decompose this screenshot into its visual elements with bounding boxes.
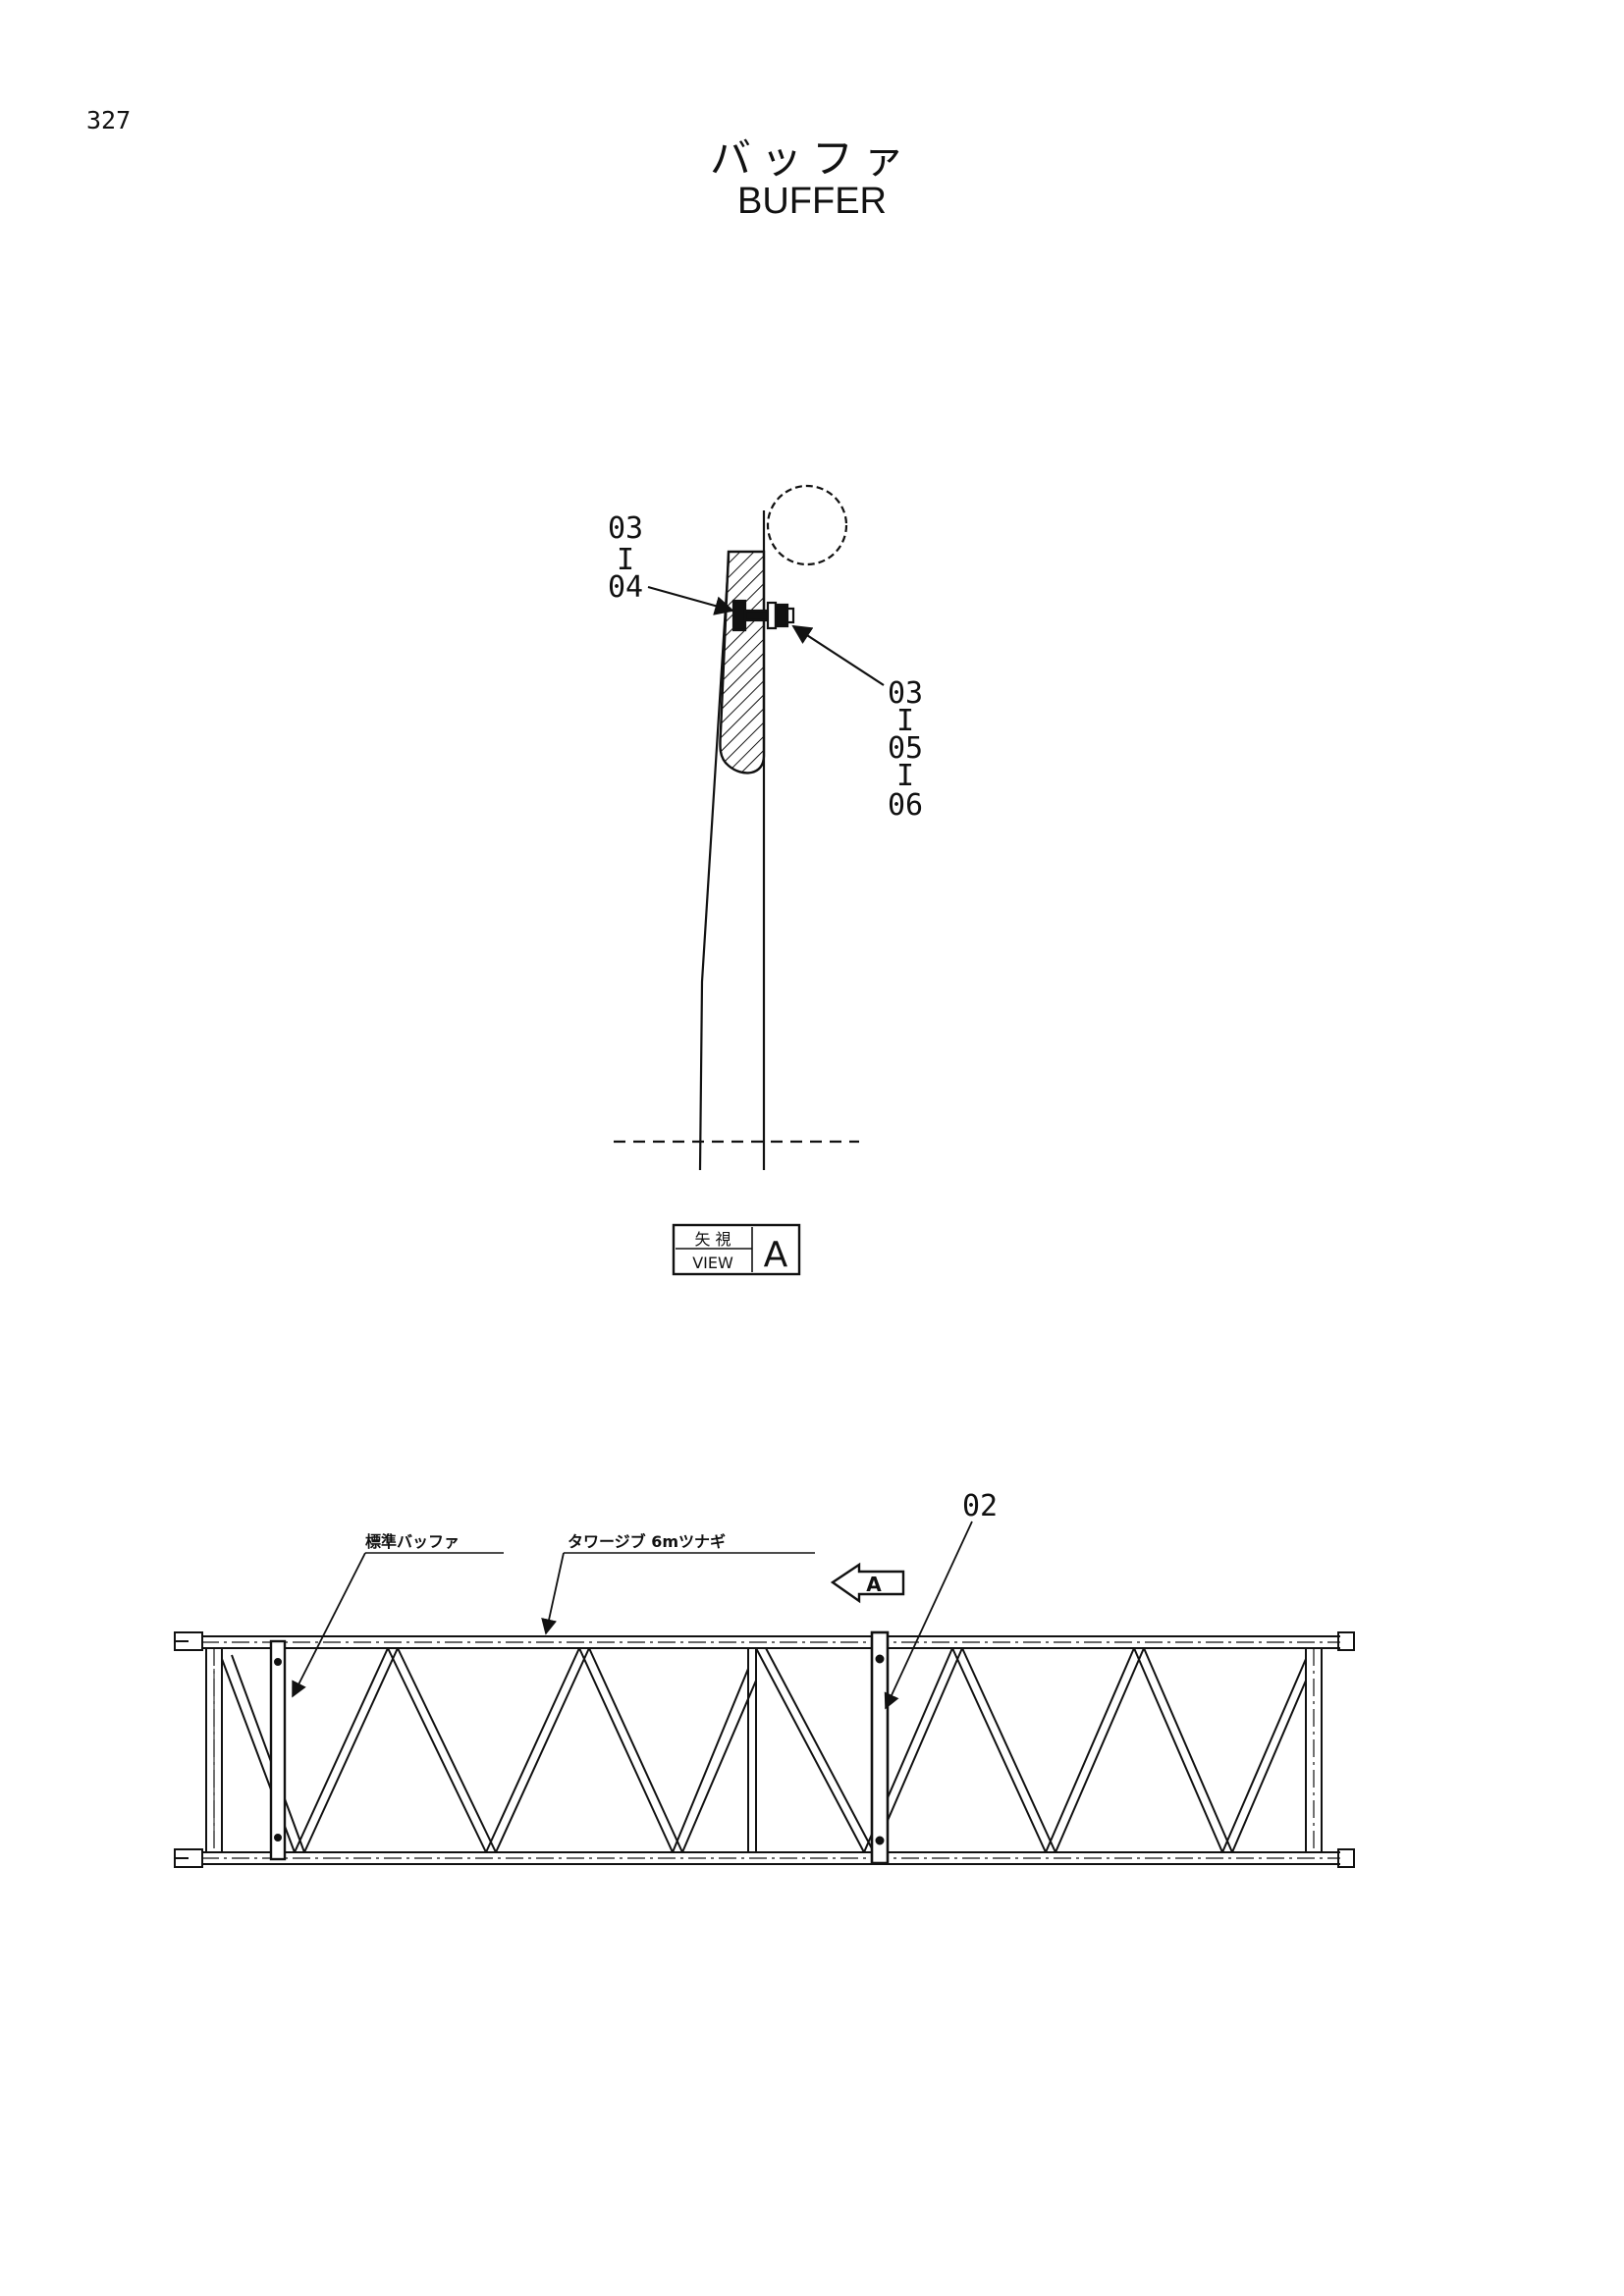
bolt-head: [731, 599, 747, 632]
nut-end: [785, 607, 795, 624]
tower-jib-truss: [174, 1521, 1355, 1868]
callout-03-05-06-line1: 03: [888, 676, 923, 711]
leader-arrow-03-04: [647, 585, 734, 615]
leader-standard-buffer: [292, 1552, 366, 1698]
label-standard-buffer: 標準バッファ: [365, 1532, 460, 1551]
callout-03-05-06-line2: I: [896, 704, 914, 738]
view-label-en: VIEW: [692, 1254, 733, 1272]
leader-02: [884, 1521, 973, 1710]
callout-03-04: 03 I 04: [608, 511, 643, 605]
washer: [766, 601, 778, 630]
view-a-label: 矢 視 VIEW A: [672, 1223, 801, 1276]
leader-arrow-03-05-06: [791, 624, 885, 686]
callout-03-04-line1: 03: [608, 511, 643, 546]
buffer-block: [719, 550, 766, 774]
view-arrow-letter: A: [866, 1573, 882, 1596]
callout-03-05-06-line3: 05: [888, 731, 923, 766]
title-japanese: バッファ: [709, 134, 914, 183]
callout-03-05-06-line4: I: [896, 759, 914, 793]
label-tower-jib-joint: タワージブ 6mツナギ: [568, 1532, 726, 1551]
standard-buffer-plate: [269, 1639, 287, 1861]
buffer-plate-02: [870, 1630, 890, 1865]
callout-03-04-line3: 04: [608, 570, 643, 605]
title-english: BUFFER: [737, 181, 887, 222]
truss-lacing: [221, 1647, 1307, 1853]
view-label-jp: 矢 視: [694, 1230, 731, 1249]
callout-03-04-line2: I: [617, 543, 634, 577]
callout-03-05-06-line5: 06: [888, 788, 923, 823]
page-number: 327: [86, 106, 132, 134]
buffer-detail-view: [614, 484, 885, 1171]
view-a-direction-arrow: [830, 1562, 905, 1604]
view-label-letter: A: [764, 1235, 788, 1275]
dashed-tube-outline: [766, 484, 848, 566]
callout-03-05-06: 03 I 05 I 06: [888, 676, 923, 823]
leader-tower-jib: [541, 1552, 565, 1635]
callout-02: 02: [962, 1489, 998, 1523]
nut: [774, 603, 789, 628]
